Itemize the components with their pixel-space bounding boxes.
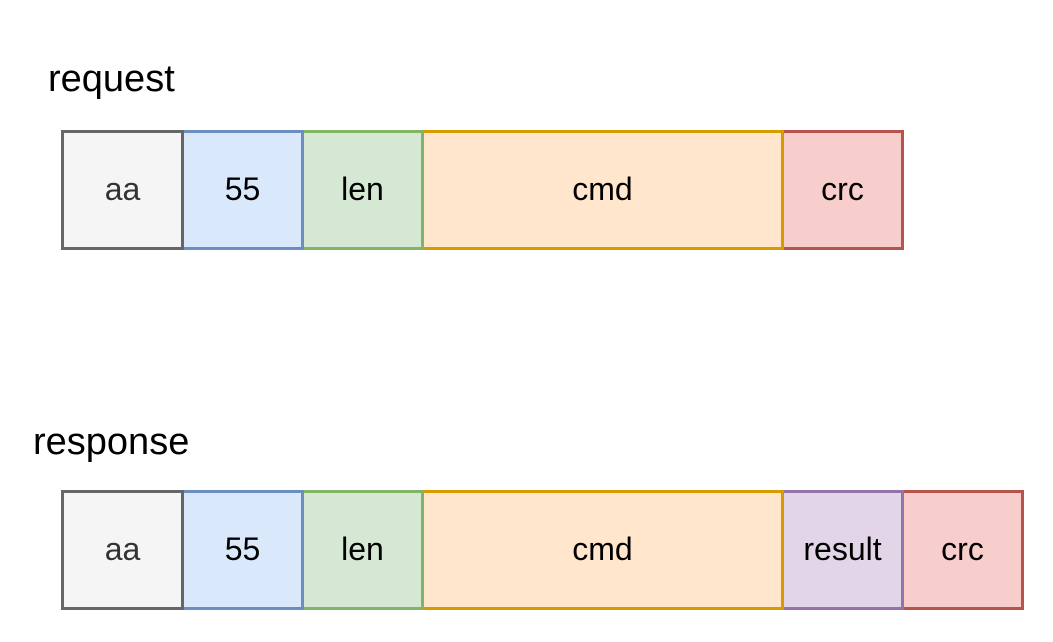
response-field-label: aa [104, 530, 141, 567]
request-label: request [48, 58, 175, 100]
response-field-label: cmd [572, 530, 633, 567]
response-field-crc: crc [901, 490, 1024, 610]
request-field-cmd: cmd [421, 130, 784, 250]
response-field-label: len [341, 530, 384, 567]
response-field-aa: aa [61, 490, 184, 610]
request-field-label: crc [821, 170, 864, 207]
response-field-result: result [781, 490, 904, 610]
request-field-crc: crc [781, 130, 904, 250]
request-field-len: len [301, 130, 424, 250]
response-field-label: crc [941, 530, 984, 567]
response-frame: aa 55 len cmd result crc [61, 490, 1024, 610]
response-field-55: 55 [181, 490, 304, 610]
request-field-label: 55 [224, 170, 261, 207]
response-field-cmd: cmd [421, 490, 784, 610]
request-frame: aa 55 len cmd crc [61, 130, 904, 250]
request-field-aa: aa [61, 130, 184, 250]
response-label: response [33, 421, 190, 463]
request-field-label: len [341, 170, 384, 207]
response-field-label: 55 [224, 530, 261, 567]
request-field-label: aa [104, 170, 141, 207]
request-field-55: 55 [181, 130, 304, 250]
request-field-label: cmd [572, 170, 633, 207]
response-field-len: len [301, 490, 424, 610]
response-field-label: result [803, 530, 882, 567]
